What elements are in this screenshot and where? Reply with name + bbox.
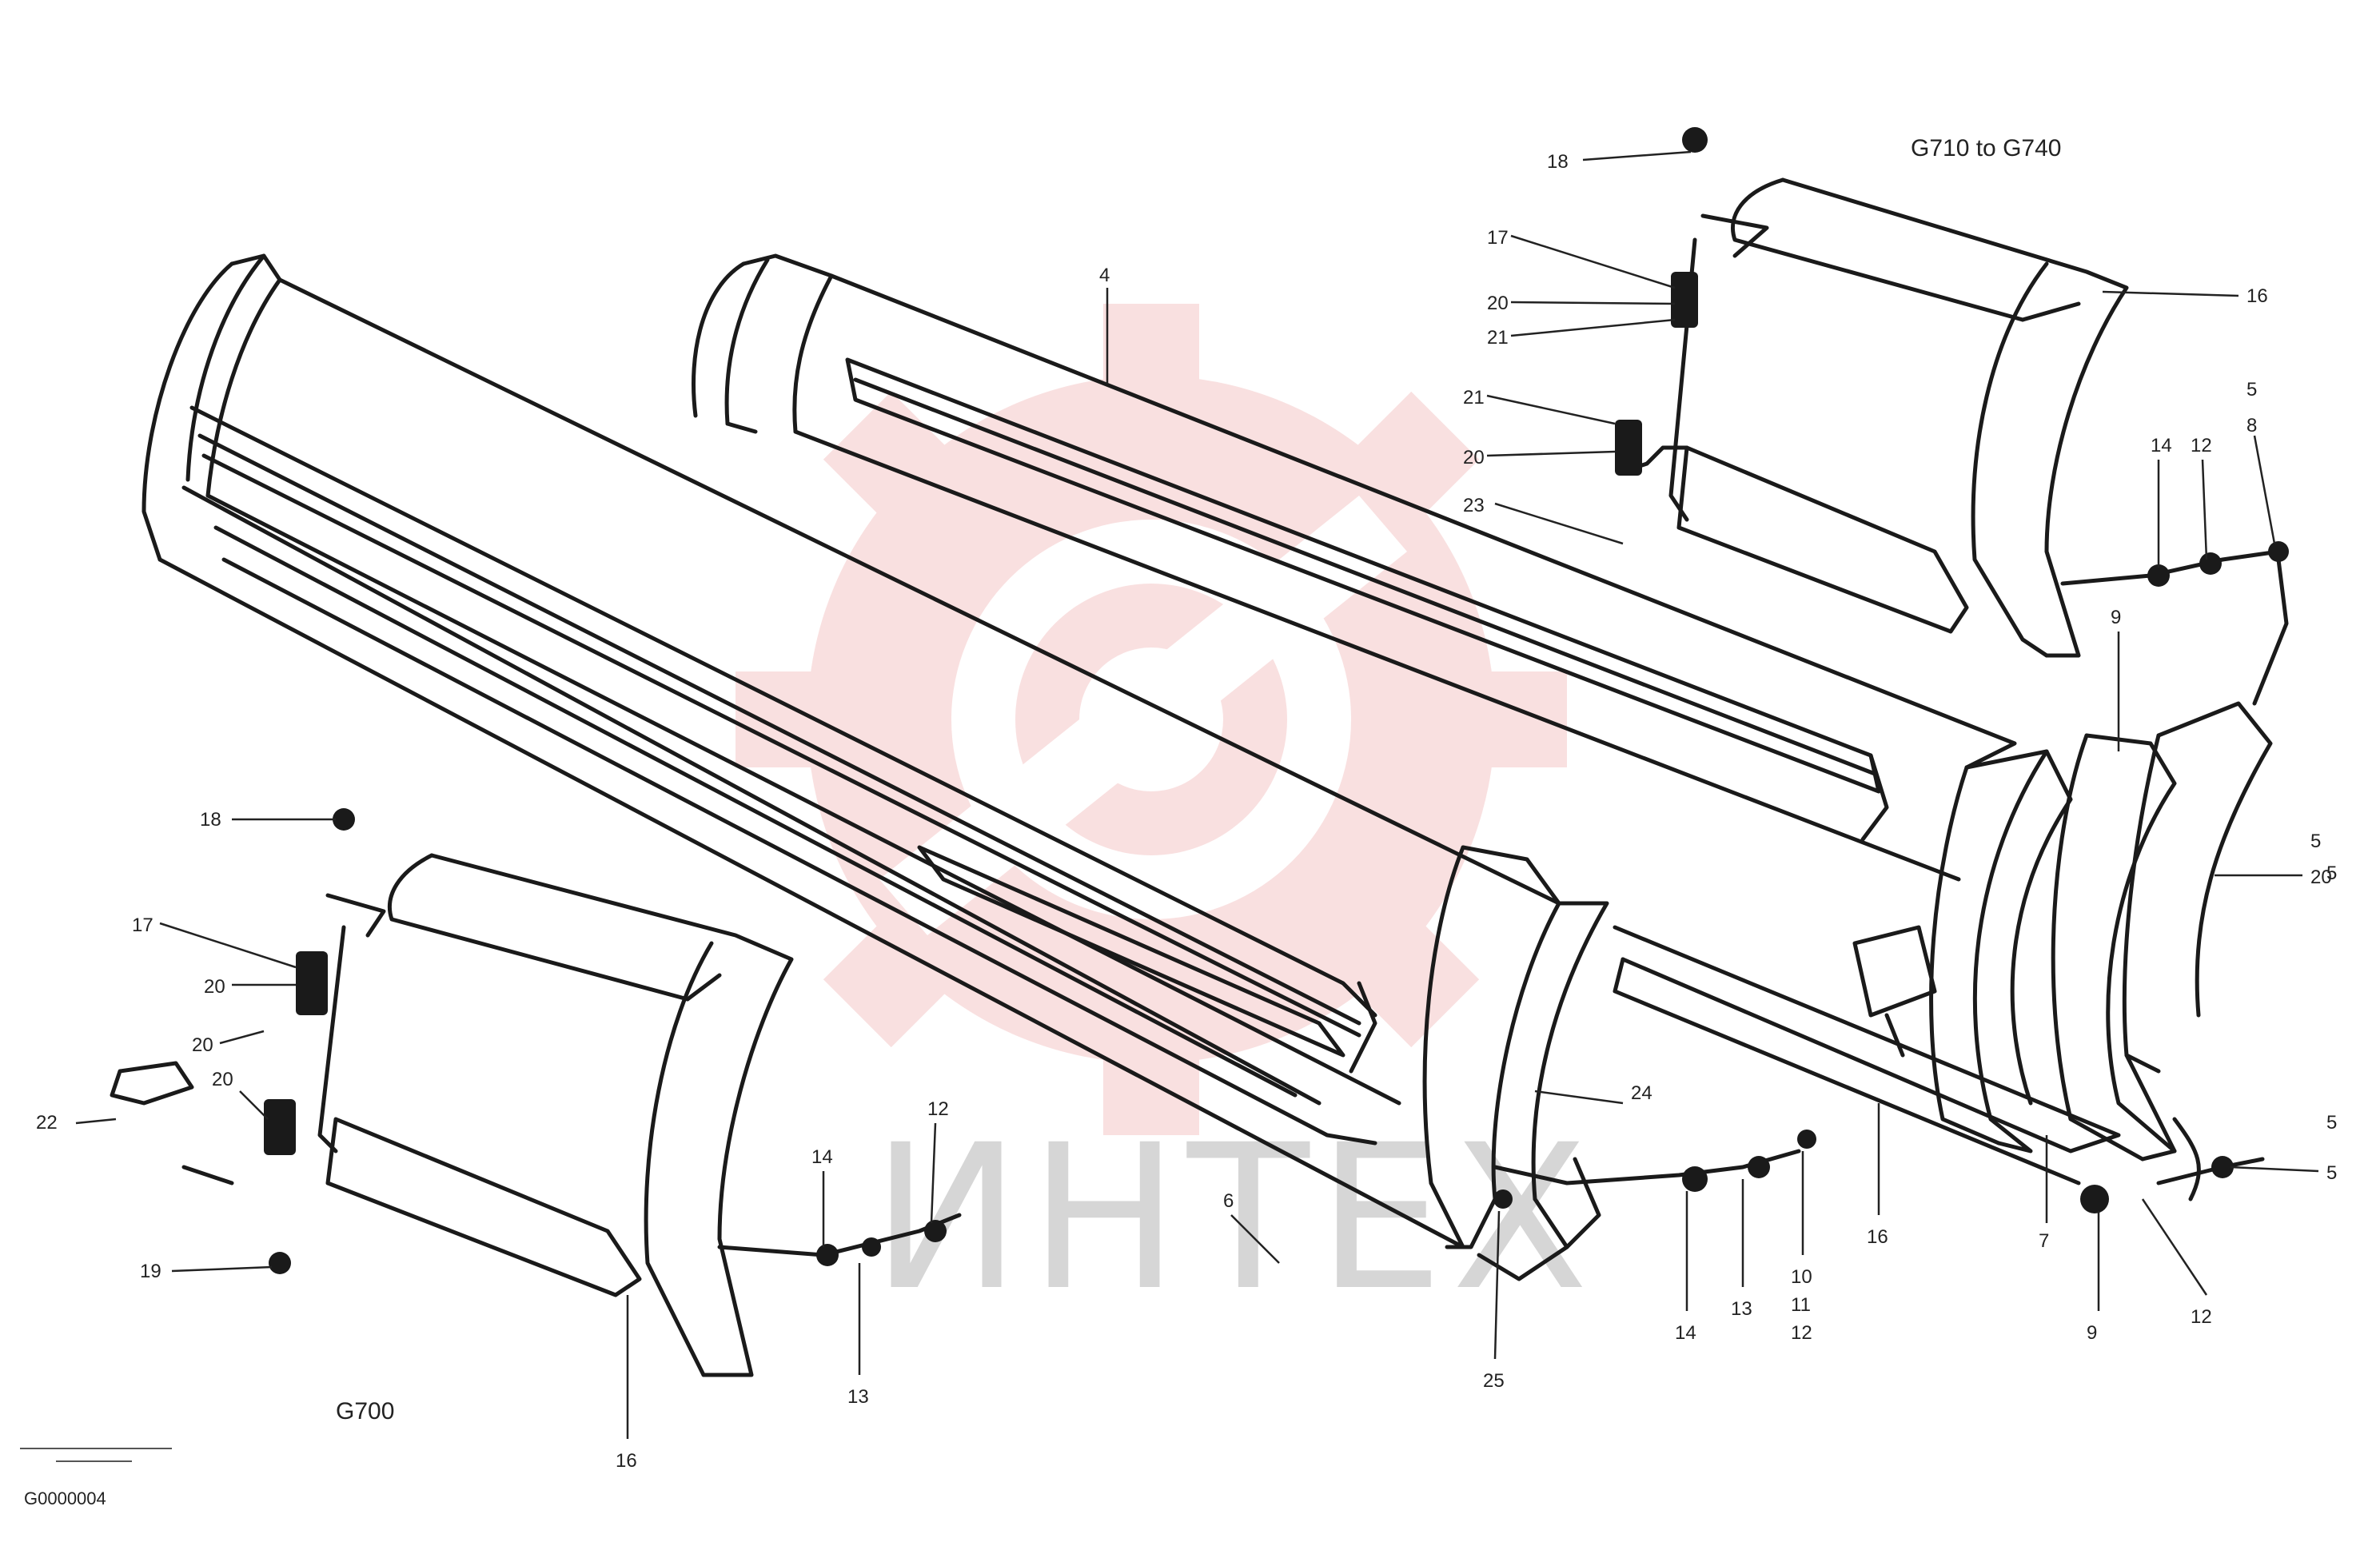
variant-caption-top: G710 to G740 xyxy=(1911,135,2061,161)
callout-label: 20 xyxy=(192,1034,213,1056)
hardware-parts xyxy=(264,127,2289,1274)
callout-label: 20 xyxy=(212,1069,233,1090)
callout-labels: 18 17 20 21 21 20 23 16 4 5 8 12 14 9 5 … xyxy=(36,151,2337,1472)
variant-caption-bottom: G700 xyxy=(336,1398,394,1425)
callout-label: 5 xyxy=(2310,831,2321,852)
callout-label: 5 xyxy=(2246,379,2257,400)
callout-label: 5 xyxy=(2326,1112,2337,1134)
callout-label: 10 xyxy=(1791,1266,1812,1288)
callout-label: 18 xyxy=(1547,151,1569,173)
callout-label: 5 xyxy=(2326,1162,2337,1184)
watermark-text: ИНТЕХ xyxy=(871,1102,1597,1334)
line-art xyxy=(110,177,2289,1377)
callout-label: 20 xyxy=(2310,867,2332,888)
callout-label: 23 xyxy=(1463,495,1485,516)
reference-code: G0000004 xyxy=(24,1488,106,1508)
callout-label: 22 xyxy=(36,1112,58,1134)
callout-label: 21 xyxy=(1487,327,1509,349)
callout-label: 16 xyxy=(2246,285,2268,307)
callout-label: 12 xyxy=(2191,435,2212,456)
callout-label: 24 xyxy=(1631,1082,1652,1104)
callout-label: 21 xyxy=(1463,387,1485,408)
reference-block: G0000004 xyxy=(20,1448,172,1508)
callout-label: 4 xyxy=(1099,265,1110,286)
callout-label: 12 xyxy=(2191,1306,2212,1328)
callout-label: 20 xyxy=(1463,447,1485,468)
callout-label: 17 xyxy=(132,914,153,936)
callout-label: 20 xyxy=(1487,293,1509,314)
leader-lines xyxy=(75,150,2319,1439)
callout-label: 14 xyxy=(2151,435,2172,456)
callout-label: 16 xyxy=(1867,1226,1888,1248)
callout-label: 8 xyxy=(2246,415,2257,436)
callout-label: 14 xyxy=(1675,1322,1696,1344)
callout-label: 6 xyxy=(1223,1190,1234,1212)
callout-label: 5 xyxy=(2326,863,2337,884)
callout-label: 12 xyxy=(1791,1322,1812,1344)
callout-label: 19 xyxy=(140,1261,161,1282)
callout-label: 9 xyxy=(2087,1322,2097,1344)
callout-label: 25 xyxy=(1483,1370,1505,1392)
callout-label: 11 xyxy=(1791,1294,1811,1316)
callout-label: 20 xyxy=(204,976,225,998)
callout-label: 16 xyxy=(616,1450,637,1472)
callout-label: 13 xyxy=(847,1386,869,1408)
callout-label: 9 xyxy=(2111,607,2121,628)
callout-label: 7 xyxy=(2039,1230,2049,1252)
callout-label: 14 xyxy=(811,1146,833,1168)
callout-label: 17 xyxy=(1487,227,1509,249)
callout-label: 12 xyxy=(927,1098,949,1120)
callout-label: 18 xyxy=(200,809,221,831)
callout-label: 13 xyxy=(1731,1298,1752,1320)
